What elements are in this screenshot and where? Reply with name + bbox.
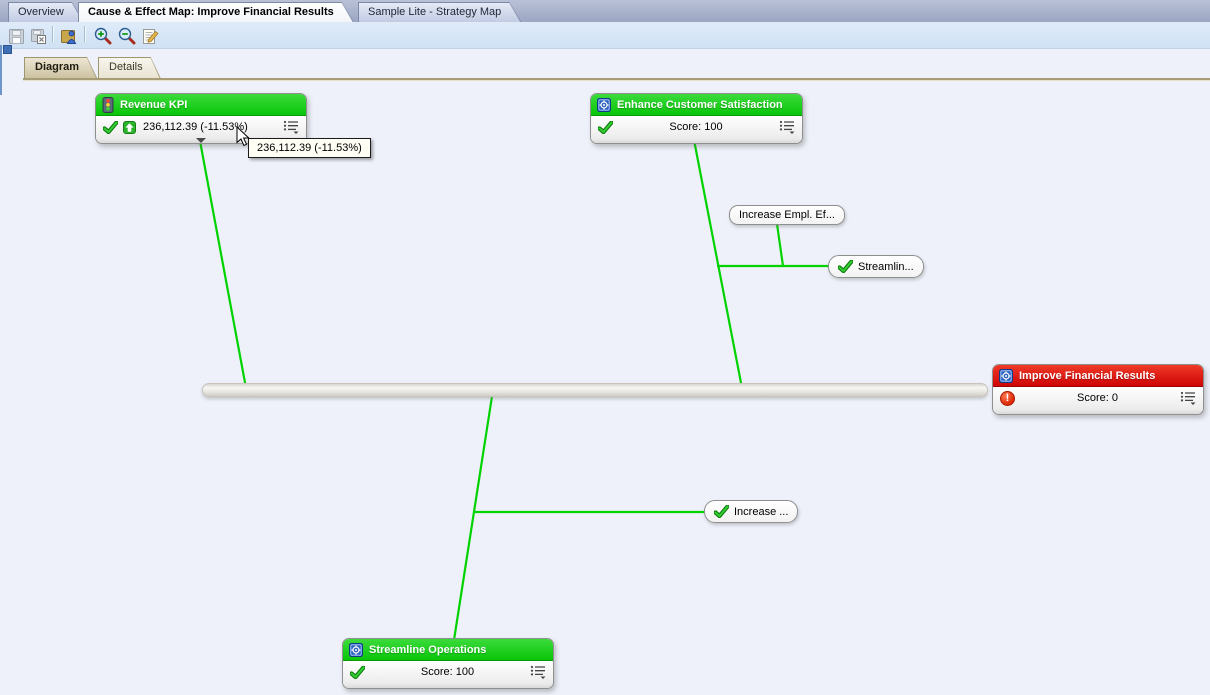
toolbar-separator (52, 26, 53, 42)
status-ok-check-icon (103, 120, 118, 134)
tab-details[interactable]: Details (98, 57, 161, 78)
node-body: Score: 100 (591, 116, 802, 138)
panel-splitter[interactable] (0, 45, 2, 95)
node-header: Revenue KPI (96, 94, 306, 116)
node-title: Enhance Customer Satisfaction (617, 98, 783, 111)
node-label: Streamlin... (858, 260, 914, 273)
node-footer (591, 138, 802, 143)
node-menu-icon[interactable] (530, 665, 546, 679)
kpi-traffic-light-icon (102, 96, 114, 113)
tab-label: Details (109, 61, 143, 73)
tab-label: Overview (18, 6, 64, 18)
status-ok-check-icon (598, 120, 613, 134)
tab-background (99, 58, 160, 78)
node-improve-financial-results[interactable]: Improve Financial Results ! Score: 0 (992, 364, 1204, 415)
node-enhance-customer-satisfaction[interactable]: Enhance Customer Satisfaction Score: 100 (590, 93, 803, 144)
collapse-arrow-icon[interactable] (196, 138, 206, 143)
node-increase-empl-ef-collapsed[interactable]: Increase Empl. Ef... (729, 205, 845, 225)
node-label: Increase ... (734, 505, 789, 518)
tab-overview[interactable]: Overview (8, 2, 84, 22)
node-menu-icon[interactable] (283, 120, 299, 134)
status-alert-icon: ! (1000, 390, 1015, 406)
tab-row-rule (23, 78, 1210, 81)
kpi-value: 236,112.39 (-11.53%) (143, 121, 248, 133)
tab-label: Sample Lite - Strategy Map (368, 6, 502, 18)
status-ok-check-icon (350, 665, 365, 679)
score-value: Score: 0 (1077, 392, 1118, 404)
tab-label: Cause & Effect Map: Improve Financial Re… (88, 6, 334, 18)
node-footer (343, 683, 553, 688)
tab-background (79, 3, 353, 22)
open-catalog-button[interactable] (58, 25, 80, 47)
zoom-out-icon (118, 27, 136, 45)
tab-cause-effect-map[interactable]: Cause & Effect Map: Improve Financial Re… (78, 2, 354, 22)
tab-diagram[interactable]: Diagram (24, 57, 97, 78)
save-as-button[interactable] (27, 25, 49, 47)
node-header: Improve Financial Results (993, 365, 1203, 387)
node-title: Improve Financial Results (1019, 369, 1156, 382)
save-as-icon (30, 28, 46, 44)
top-tab-bar: Overview Cause & Effect Map: Improve Fin… (0, 0, 1210, 23)
node-body: 236,112.39 (-11.53%) (96, 116, 306, 138)
open-catalog-icon (61, 29, 77, 44)
zoom-in-button[interactable] (92, 25, 114, 47)
edit-properties-icon (143, 28, 159, 44)
node-menu-icon[interactable] (779, 120, 795, 134)
objective-icon (349, 642, 363, 657)
node-title: Revenue KPI (120, 98, 188, 111)
zoom-in-icon (94, 27, 112, 45)
node-revenue-kpi[interactable]: Revenue KPI 236,112.39 (-11.53%) (95, 93, 307, 144)
node-header: Enhance Customer Satisfaction (591, 94, 802, 116)
node-menu-icon[interactable] (1180, 391, 1196, 405)
save-icon (8, 28, 24, 44)
score-value: Score: 100 (420, 666, 475, 678)
node-header: Streamline Operations (343, 639, 553, 661)
tab-label: Diagram (35, 61, 80, 73)
node-increase-collapsed[interactable]: Increase ... (704, 500, 799, 523)
status-ok-check-icon (714, 505, 729, 518)
kpi-value-tooltip: 236,112.39 (-11.53%) (248, 138, 371, 158)
node-body: ! Score: 0 (993, 387, 1203, 409)
save-button[interactable] (5, 25, 27, 47)
objective-icon (597, 97, 611, 112)
toolbar-separator (84, 26, 85, 42)
trend-up-icon (123, 120, 136, 134)
objective-icon (999, 368, 1013, 383)
splitter-grip-icon[interactable] (3, 45, 12, 54)
node-streamline-collapsed[interactable]: Streamlin... (828, 255, 924, 278)
node-label: Increase Empl. Ef... (739, 209, 835, 221)
tab-background (25, 58, 96, 78)
node-streamline-operations[interactable]: Streamline Operations Score: 100 (342, 638, 554, 689)
edit-properties-button[interactable] (139, 25, 161, 47)
toolbar (0, 22, 1210, 49)
cause-effect-spine (202, 383, 988, 397)
node-title: Streamline Operations (369, 643, 487, 656)
node-footer (993, 409, 1203, 414)
score-value: Score: 100 (669, 121, 723, 133)
zoom-out-button[interactable] (116, 25, 138, 47)
node-body: Score: 100 (343, 661, 553, 683)
tab-background (9, 3, 83, 22)
tab-background (359, 3, 520, 22)
status-ok-check-icon (838, 260, 853, 273)
tab-strategy-map[interactable]: Sample Lite - Strategy Map (358, 2, 521, 22)
